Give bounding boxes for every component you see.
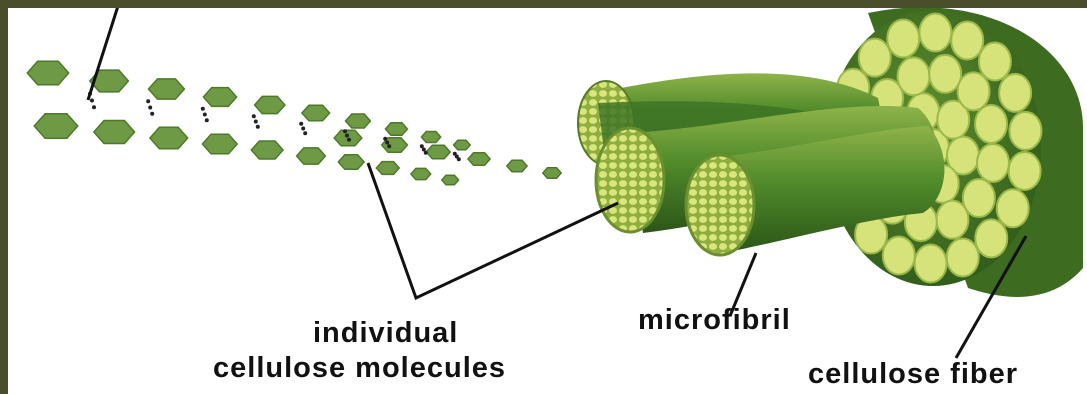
hydrogen-bond-dot	[345, 134, 349, 138]
glucose-unit	[149, 79, 185, 99]
hydrogen-bond-dot	[301, 127, 305, 131]
glucose-unit	[297, 148, 326, 164]
hydrogen-bond-dot	[299, 122, 303, 126]
fiber-cell	[1009, 152, 1041, 190]
fiber-cell	[883, 236, 915, 274]
glucose-unit	[385, 123, 407, 135]
fiber-cell	[915, 244, 947, 282]
hydrogen-bond-dot	[150, 112, 154, 116]
hydrogen-bond-dot	[457, 157, 461, 161]
hydrogen-bond-dot	[256, 125, 260, 129]
glucose-unit	[203, 88, 236, 107]
hydrogen-bond-dot	[148, 106, 152, 110]
hydrogen-bond-dot	[347, 138, 351, 142]
fiber-cell	[936, 201, 968, 239]
fiber-cell	[975, 105, 1007, 143]
hydrogen-bond-dot	[90, 99, 94, 103]
hydrogen-bond-dot	[205, 118, 209, 122]
glucose-unit	[334, 130, 362, 146]
glucose-unit	[150, 127, 188, 148]
glucose-unit	[421, 132, 440, 143]
hydrogen-bond-dot	[387, 144, 391, 148]
glucose-unit	[202, 134, 237, 154]
fiber-cell	[887, 19, 919, 57]
molecules-label-line1: individual	[313, 319, 458, 348]
hydrogen-bond-dot	[343, 129, 347, 133]
glucose-unit	[507, 160, 527, 171]
hydrogen-bond-dot	[203, 113, 207, 117]
fiber-cell	[1009, 112, 1041, 150]
glucose-unit	[442, 175, 459, 184]
fiber-cell	[975, 219, 1007, 257]
fiber-cell	[997, 189, 1029, 227]
hydrogen-bond-dot	[303, 131, 307, 135]
glucose-unit	[27, 61, 68, 84]
fiber-cell	[958, 72, 990, 110]
hydrogen-bond-dot	[424, 151, 428, 155]
glucose-unit	[302, 105, 330, 121]
fiber-cell	[951, 22, 983, 60]
glucose-unit	[338, 155, 364, 170]
hydrogen-bond-dot	[146, 99, 150, 103]
cellulose-molecule-chains	[27, 61, 561, 184]
fiber-cell	[979, 42, 1011, 80]
hydrogen-bond-dot	[201, 107, 205, 111]
hydrogen-bond-dot	[92, 105, 96, 109]
molecules-label-line2: cellulose molecules	[213, 354, 506, 383]
fiber-cell	[898, 57, 930, 95]
cellulose-illustration	[8, 8, 1087, 394]
glucose-unit	[454, 140, 471, 149]
glucose-unit	[376, 162, 399, 175]
hydrogen-bond-dot	[385, 141, 389, 145]
fiber-cell	[919, 14, 951, 52]
glucose-unit	[251, 141, 283, 159]
cellulose-fiber-label: cellulose fiber	[808, 360, 1018, 389]
hydrogen-bond-dot	[383, 137, 387, 141]
diagram-canvas: individual cellulose molecules microfibr…	[8, 8, 1087, 394]
glucose-unit	[34, 114, 78, 139]
microfibril-label: microfibril	[638, 306, 791, 335]
fiber-cell	[977, 144, 1009, 182]
glucose-unit	[411, 168, 431, 179]
glucose-unit	[426, 145, 450, 159]
fiber-cell	[947, 239, 979, 277]
fiber-cell	[859, 39, 891, 77]
fiber-cell	[929, 55, 961, 93]
glucose-unit	[468, 153, 490, 165]
glucose-unit	[94, 121, 135, 144]
leader-line-molecules	[368, 163, 618, 298]
hydrogen-bond-dot	[254, 120, 258, 124]
glucose-unit	[255, 96, 285, 113]
fiber-cell	[999, 74, 1031, 112]
glucose-unit	[543, 168, 561, 178]
hydrogen-bond-dot	[252, 114, 256, 118]
glucose-unit	[346, 114, 371, 128]
